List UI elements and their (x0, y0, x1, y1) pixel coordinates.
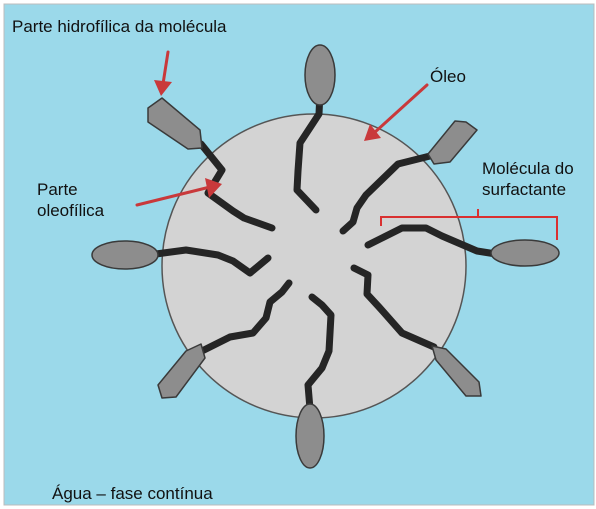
surfactant-head (296, 404, 324, 468)
surfactant-label-line1: Molécula do (482, 158, 574, 179)
surfactant-head (491, 240, 559, 266)
surfactant-label-line2: surfactante (482, 179, 574, 200)
oleophilic-part-label-line1: Parte (37, 179, 104, 200)
surfactant-molecule-label: Molécula do surfactante (482, 158, 574, 200)
surfactant-head (305, 45, 335, 105)
hydrophilic-part-label: Parte hidrofílica da molécula (12, 16, 227, 37)
oleophilic-part-label-line2: oleofílica (37, 200, 104, 221)
water-phase-label: Água – fase contínua (52, 483, 213, 504)
oil-label: Óleo (430, 66, 466, 87)
surfactant-head (92, 241, 158, 269)
oleophilic-part-label: Parte oleofílica (37, 179, 104, 221)
